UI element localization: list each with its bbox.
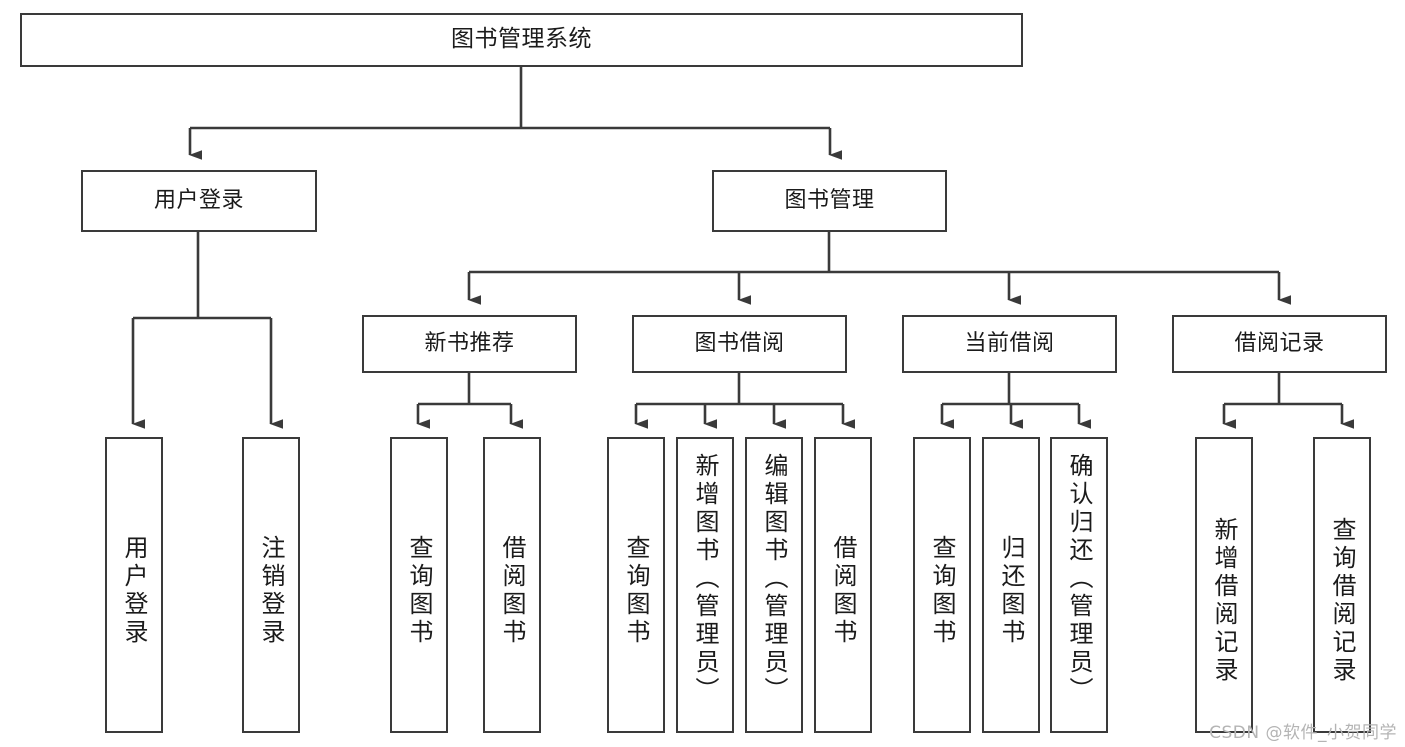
node-book-management[interactable]: 图书管理 [712, 170, 947, 232]
node-label: 当前借阅 [964, 331, 1055, 357]
watermark-text: CSDN @软件_小贺同学 [1209, 723, 1397, 743]
leaf-borrow-query-book[interactable]: 查询图书 [607, 437, 665, 733]
leaf-new-book-borrow[interactable]: 借阅图书 [483, 437, 541, 733]
node-label: 借阅记录 [1234, 331, 1325, 357]
node-label: 查询图书 [622, 535, 650, 647]
leaf-current-query-book[interactable]: 查询图书 [913, 437, 971, 733]
node-label: 借阅图书 [829, 535, 857, 647]
node-label: 查询图书 [928, 535, 956, 647]
node-label: 新增借阅记录 [1210, 517, 1238, 685]
leaf-record-add-record[interactable]: 新增借阅记录 [1195, 437, 1253, 733]
leaf-borrow-add-book-admin[interactable]: 新增图书（管理员） [676, 437, 734, 733]
node-label: 图书借阅 [694, 331, 785, 357]
node-label: 借阅图书 [498, 535, 526, 647]
leaf-record-query-record[interactable]: 查询借阅记录 [1313, 437, 1371, 733]
node-user-login[interactable]: 用户登录 [81, 170, 317, 232]
node-label: 新增图书（管理员） [691, 453, 719, 705]
node-label: 注销登录 [257, 535, 285, 647]
leaf-user-login-logout[interactable]: 注销登录 [242, 437, 300, 733]
node-label: 用户登录 [153, 188, 244, 214]
node-label: 图书管理系统 [451, 26, 592, 53]
node-label: 归还图书 [997, 535, 1025, 647]
leaf-current-return-book[interactable]: 归还图书 [982, 437, 1040, 733]
node-label: 查询借阅记录 [1328, 517, 1356, 685]
node-current-borrow[interactable]: 当前借阅 [902, 315, 1117, 373]
node-label: 图书管理 [784, 188, 875, 214]
leaf-user-login-login[interactable]: 用户登录 [105, 437, 163, 733]
node-label: 新书推荐 [424, 331, 515, 357]
leaf-borrow-edit-book-admin[interactable]: 编辑图书（管理员） [745, 437, 803, 733]
node-label: 编辑图书（管理员） [760, 453, 788, 705]
leaf-new-book-query[interactable]: 查询图书 [390, 437, 448, 733]
leaf-current-confirm-return-admin[interactable]: 确认归还（管理员） [1050, 437, 1108, 733]
node-book-borrow[interactable]: 图书借阅 [632, 315, 847, 373]
node-label: 用户登录 [120, 535, 148, 647]
node-root-system[interactable]: 图书管理系统 [20, 13, 1023, 67]
node-new-book-recommend[interactable]: 新书推荐 [362, 315, 577, 373]
leaf-borrow-borrow-book[interactable]: 借阅图书 [814, 437, 872, 733]
node-label: 查询图书 [405, 535, 433, 647]
node-label: 确认归还（管理员） [1065, 453, 1093, 705]
node-borrow-record[interactable]: 借阅记录 [1172, 315, 1387, 373]
